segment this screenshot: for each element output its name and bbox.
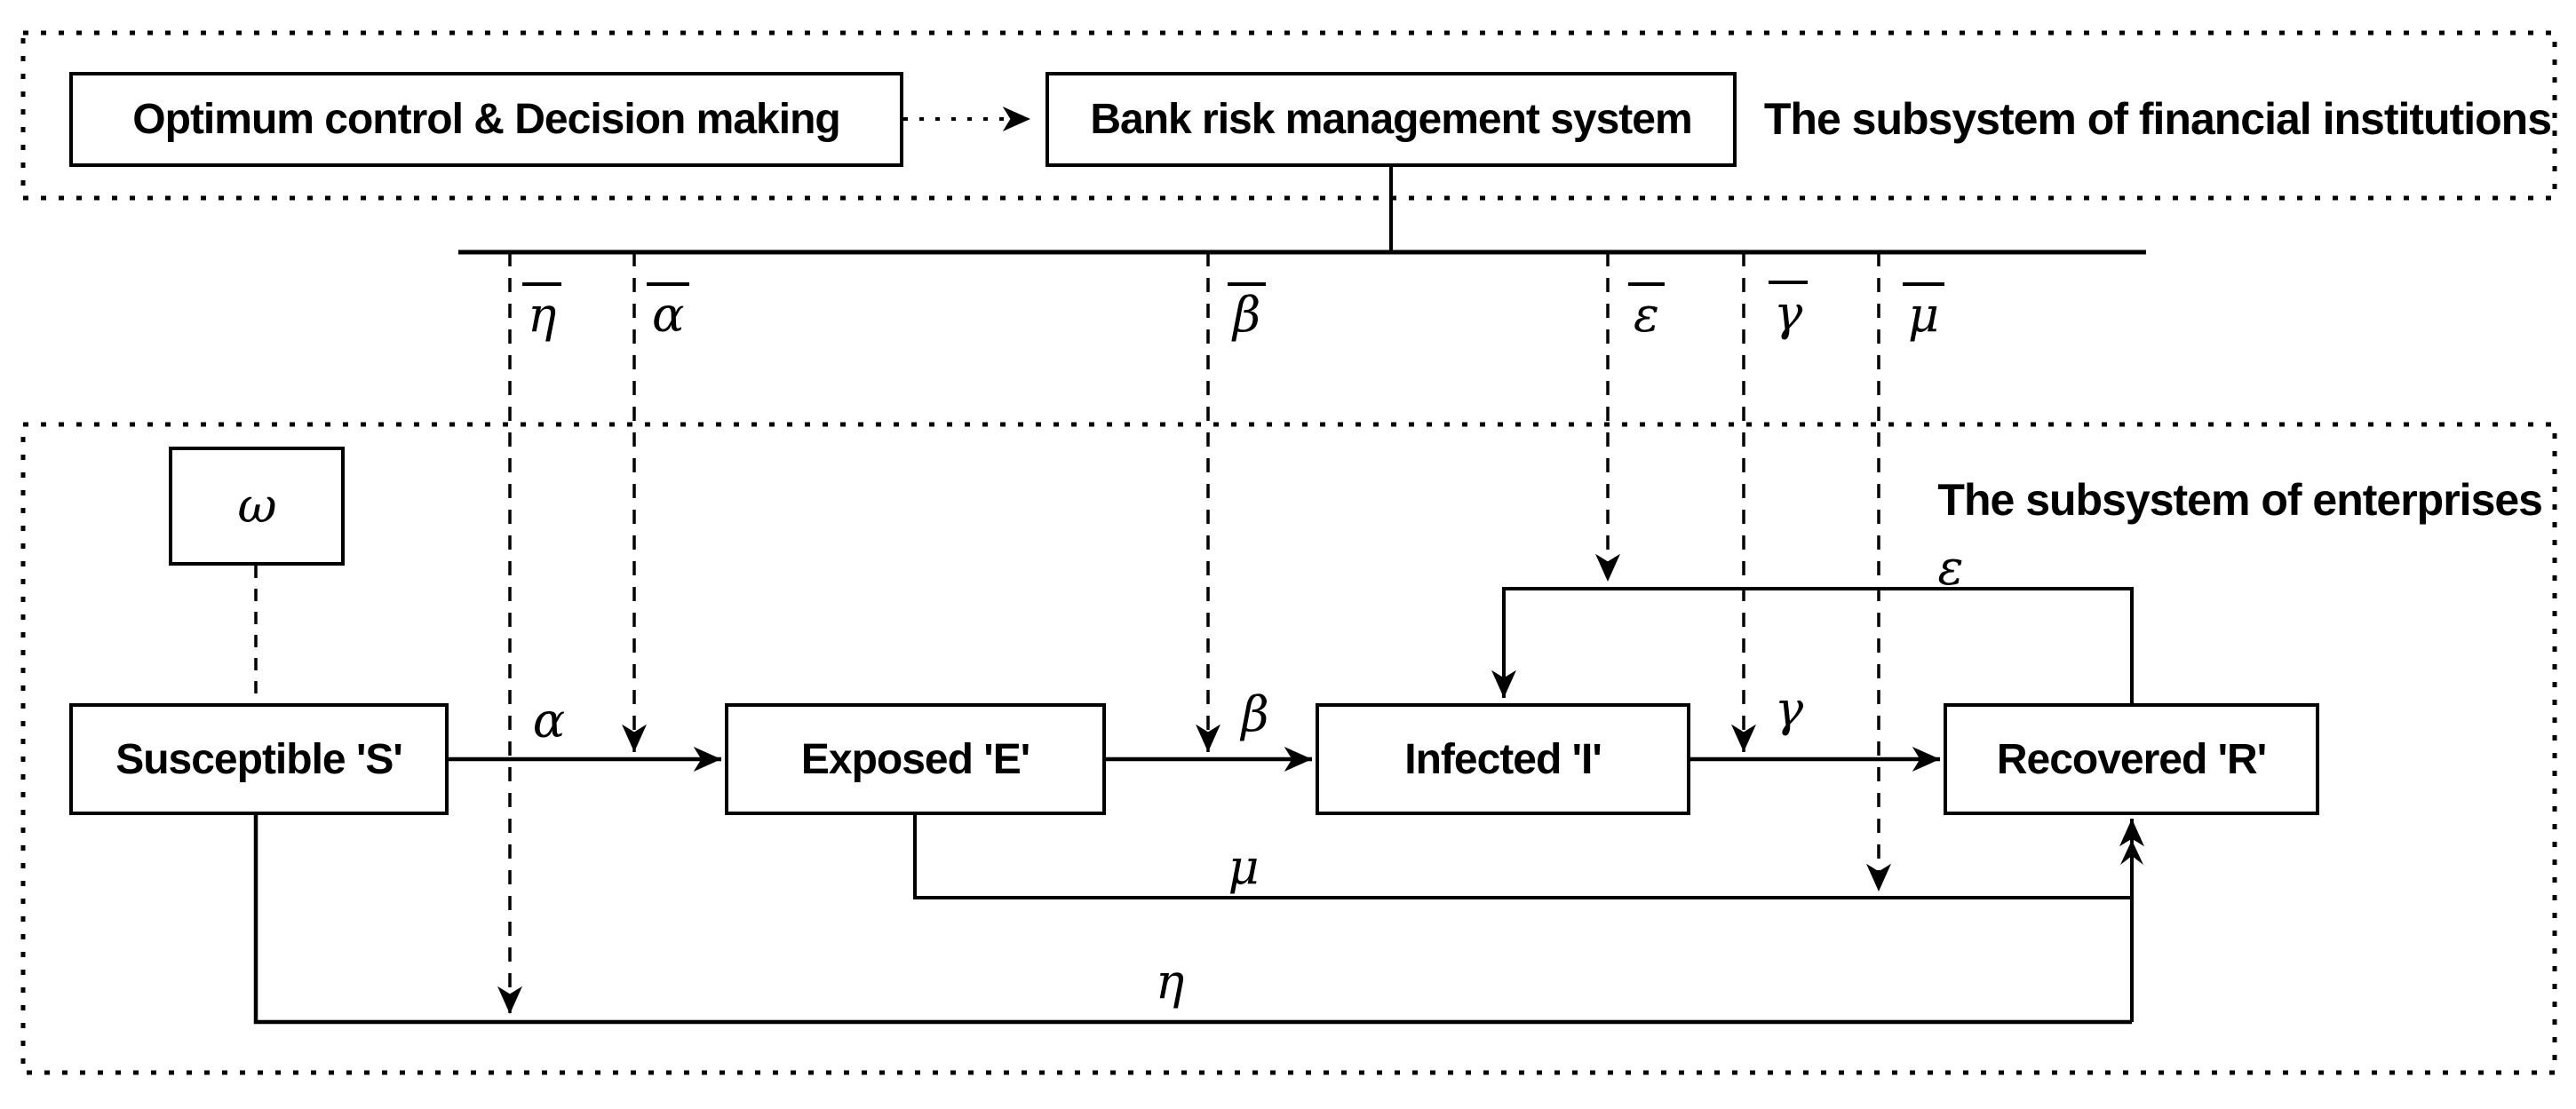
alpha-rate-label: α — [532, 693, 566, 749]
epsilon-feedback-arrow — [1491, 587, 2134, 703]
epsilon-rate-label: ε — [1937, 540, 1964, 596]
epsilon-bar-control-label: ε — [1628, 282, 1665, 339]
enterprise-subsystem-label: The subsystem of enterprises — [1937, 475, 2543, 525]
beta-bar-control-label: β — [1228, 282, 1267, 339]
beta-rate-label: β — [1241, 686, 1269, 742]
recovered-entry-second-arrowhead — [2120, 840, 2143, 865]
gamma-bar-control-label: γ — [1769, 281, 1809, 337]
mu-path-line — [913, 815, 2132, 899]
omega-input-box: ω — [169, 447, 345, 566]
enterprise-subsystem-frame — [20, 422, 2557, 1075]
financial-subsystem-frame — [20, 30, 2557, 201]
mu-bar-control-label: μ — [1903, 282, 1945, 339]
recovered-box: Recovered 'R' — [1944, 703, 2319, 815]
infected-box: Infected 'I' — [1316, 703, 1690, 815]
mu-rate-label: μ — [1228, 839, 1260, 895]
eta-bar-control-label: η — [522, 282, 562, 339]
gamma-rate-label: γ — [1774, 681, 1804, 737]
alpha-bar-control-label: α — [647, 282, 690, 339]
exposed-box: Exposed 'E' — [725, 703, 1106, 815]
susceptible-box: Susceptible 'S' — [69, 703, 449, 815]
financial-subsystem-label: The subsystem of financial institutions — [1763, 94, 2552, 144]
optimum-control-box: Optimum control & Decision making — [69, 72, 903, 167]
eta-rate-label: η — [1155, 954, 1185, 1010]
bank-risk-management-box: Bank risk management system — [1046, 72, 1737, 167]
eta-path-line — [253, 815, 2132, 1025]
